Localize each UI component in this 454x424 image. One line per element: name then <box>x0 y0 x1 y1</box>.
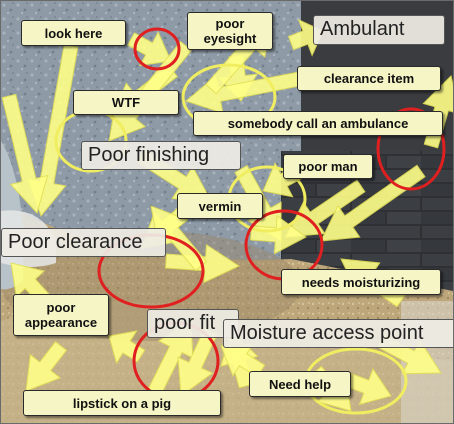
callout-poor-eyesight: poor eyesight <box>187 12 273 50</box>
red-highlight-ring <box>133 27 181 71</box>
annotation-arrow <box>108 330 146 365</box>
annotation-arrow <box>249 214 307 255</box>
callout-ambulance: somebody call an ambulance <box>193 111 443 136</box>
callout-clearance-item: clearance item <box>297 66 441 91</box>
callout-lipstick: lipstick on a pig <box>23 390 221 416</box>
callout-vermin: vermin <box>177 193 263 219</box>
poor-finishing-sign: Poor finishing <box>81 141 241 170</box>
annotation-arrow <box>320 164 426 242</box>
red-highlight-ring <box>376 107 446 191</box>
ambulance-sign: Ambulant <box>313 15 445 45</box>
poor-clearance-sign: Poor clearance <box>1 228 166 257</box>
annotation-arrow <box>342 367 392 406</box>
callout-need-help: Need help <box>249 371 351 397</box>
annotation-arrow <box>150 205 208 272</box>
callout-wtf: WTF <box>73 90 179 115</box>
moisture-access-sign: Moisture access point <box>223 319 453 348</box>
callout-needs-moisturizing: needs moisturizing <box>281 269 441 295</box>
callout-poor-appearance: poor appearance <box>13 294 109 336</box>
annotation-arrow <box>285 179 366 238</box>
callout-poor-man: poor man <box>283 154 373 179</box>
annotation-arrow <box>177 327 219 397</box>
annotation-arrow <box>1 93 49 214</box>
annotation-arrow <box>25 340 68 392</box>
callout-look-here: look here <box>21 20 126 46</box>
